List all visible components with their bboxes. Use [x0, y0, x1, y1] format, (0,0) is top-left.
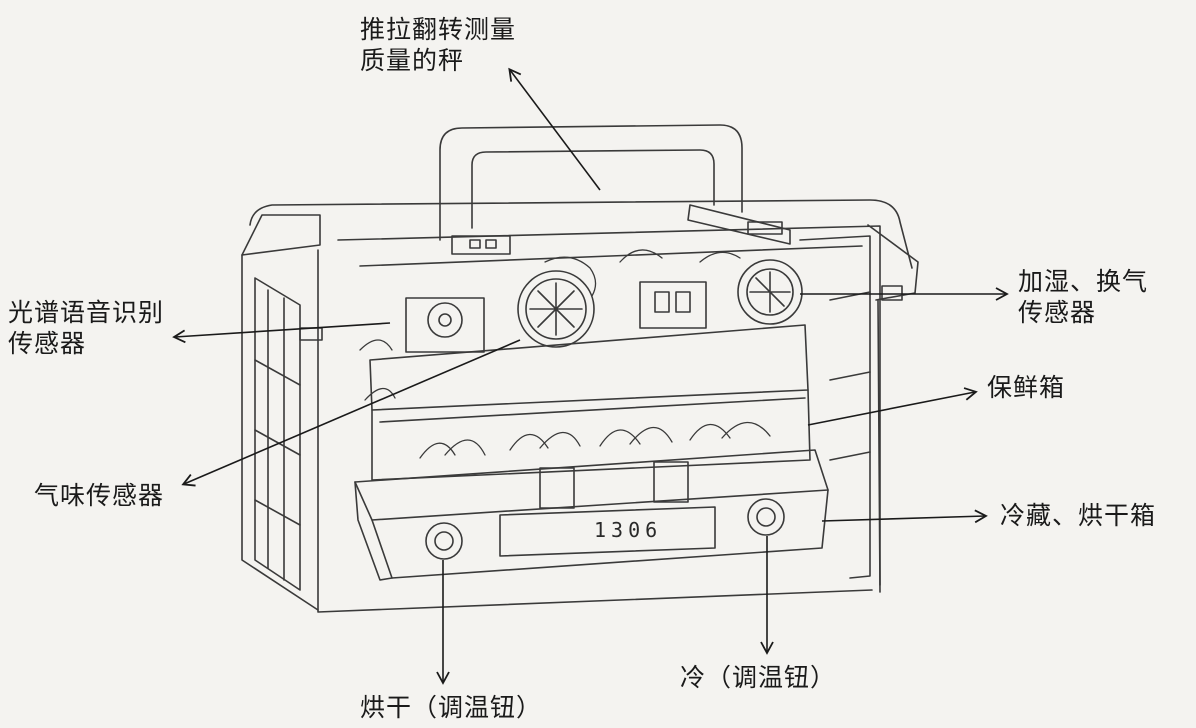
- fresh-box-arrow: [807, 387, 978, 426]
- dry-knob-label-text: 烘干（调温钮）: [360, 693, 543, 722]
- cold-knob: [747, 498, 785, 536]
- scale-label-line1: 推拉翻转测量: [360, 15, 517, 44]
- cold-knob-label: 冷（调温钮）: [680, 662, 836, 693]
- spectrum-sensor: [405, 297, 485, 353]
- cold-dry-box-arrow: [821, 509, 988, 524]
- scale-arrow: [508, 67, 601, 191]
- panel-display: 1306: [594, 518, 662, 542]
- spectrum-label-line2: 传感器: [8, 329, 87, 358]
- case-body: [241, 199, 919, 613]
- spectrum-arrow: [172, 322, 391, 344]
- humidify-label-line2: 传感器: [1018, 298, 1097, 327]
- odor-label-text: 气味传感器: [34, 481, 165, 510]
- control-box: [639, 281, 707, 329]
- odor-arrow: [181, 339, 521, 487]
- humidify-sensor: [737, 259, 803, 325]
- cold-dry-box-label: 冷藏、烘干箱: [1000, 500, 1156, 531]
- handle: [439, 124, 791, 255]
- dry-knob: [425, 522, 463, 560]
- humidify-label-line1: 加湿、换气: [1018, 267, 1149, 296]
- spectrum-label-line1: 光谱语音识别: [8, 298, 165, 327]
- spectrum-sensor-label: 光谱语音识别 传感器: [8, 297, 164, 359]
- fresh-box-label: 保鲜箱: [987, 372, 1065, 403]
- fresh-box: [369, 324, 811, 481]
- cold-dry-label-text: 冷藏、烘干箱: [1000, 501, 1157, 530]
- scale-label: 推拉翻转测量 质量的秤: [360, 14, 516, 76]
- humidify-sensor-label: 加湿、换气 传感器: [1018, 266, 1148, 328]
- cold-knob-label-text: 冷（调温钮）: [680, 663, 837, 692]
- odor-sensor: [517, 270, 595, 348]
- plants: [359, 249, 771, 459]
- scale-label-line2: 质量的秤: [360, 46, 465, 75]
- odor-sensor-label: 气味传感器: [34, 480, 164, 511]
- fresh-box-label-text: 保鲜箱: [987, 373, 1066, 402]
- cold-dry-box: [354, 449, 829, 581]
- dry-knob-label: 烘干（调温钮）: [360, 692, 542, 723]
